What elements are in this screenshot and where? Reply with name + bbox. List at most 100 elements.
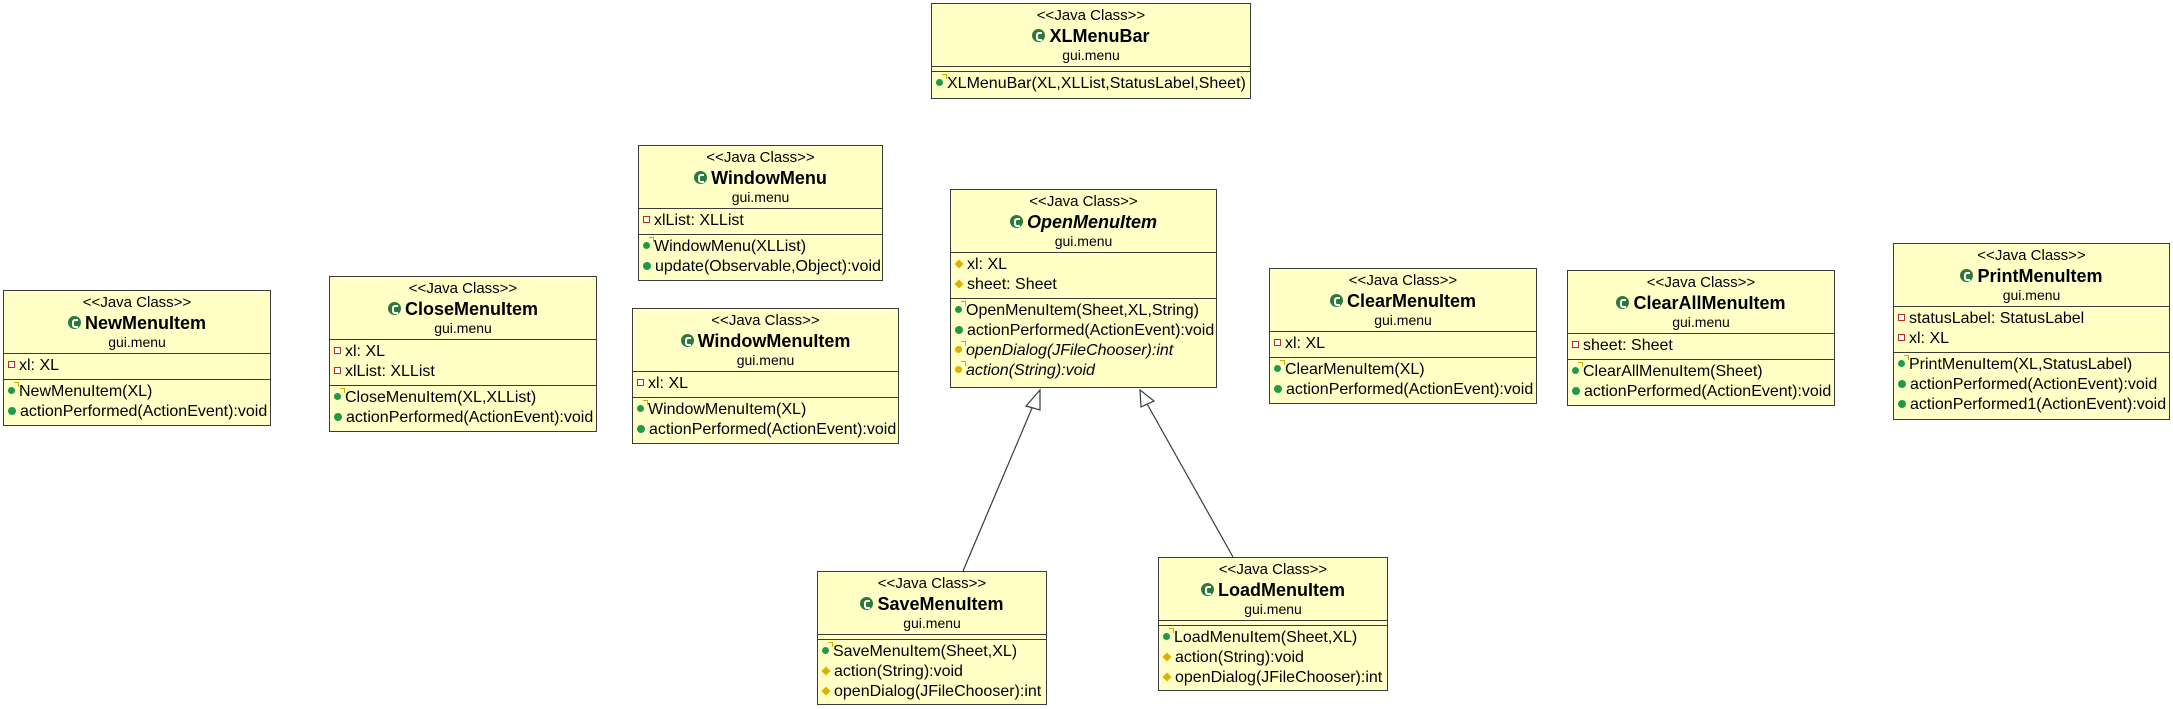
class-icon	[1200, 582, 1214, 596]
class-savemenuitem[interactable]: <<Java Class>> SaveMenuItem gui.menu Sav…	[817, 571, 1047, 705]
field-row: xl: XL	[1274, 334, 1536, 354]
abstract-method-row: action(String):void	[955, 361, 1216, 381]
class-windowmenu[interactable]: <<Java Class>> WindowMenu gui.menu xlLis…	[638, 145, 883, 281]
private-field-icon	[1898, 314, 1905, 322]
constructor-row: ClearAllMenuItem(Sheet)	[1572, 362, 1834, 382]
class-name: WindowMenuItem	[697, 331, 851, 351]
class-openmenuitem[interactable]: <<Java Class>> OpenMenuItem gui.menu xl:…	[950, 189, 1217, 388]
class-name: LoadMenuItem	[1217, 580, 1345, 600]
class-clearmenuitem[interactable]: <<Java Class>> ClearMenuItem gui.menu xl…	[1269, 268, 1537, 404]
package-name: gui.menu	[2002, 287, 2061, 303]
constructor-row: WindowMenu(XLList)	[643, 237, 882, 257]
edge-load-to-open	[1145, 401, 1234, 558]
package-name: gui.menu	[1054, 233, 1113, 249]
constructor-row: WindowMenuItem(XL)	[637, 400, 898, 420]
method-row: actionPerformed(ActionEvent):void	[637, 420, 898, 440]
field-row: sheet: Sheet	[954, 275, 1216, 295]
package-name: gui.menu	[108, 334, 166, 350]
constructor-icon	[1898, 355, 1909, 368]
public-method-icon	[334, 412, 342, 421]
class-name: ClearAllMenuItem	[1633, 293, 1786, 313]
stereotype-label: <<Java Class>>	[1348, 272, 1458, 289]
abstract-method-row: openDialog(JFileChooser):int	[955, 341, 1216, 361]
class-icon	[860, 596, 874, 610]
constructor-icon	[1274, 360, 1285, 373]
package-name: gui.menu	[731, 189, 790, 205]
class-icon	[387, 301, 401, 315]
private-field-icon	[643, 216, 650, 224]
private-field-icon	[1898, 334, 1905, 342]
constructor-row: OpenMenuItem(Sheet,XL,String)	[955, 301, 1216, 321]
constructor-icon	[822, 642, 833, 655]
method-row: actionPerformed(ActionEvent):void	[8, 402, 270, 422]
constructor-row: LoadMenuItem(Sheet,XL)	[1163, 628, 1387, 648]
private-field-icon	[1572, 341, 1579, 349]
class-icon	[1009, 214, 1023, 228]
class-loadmenuitem[interactable]: <<Java Class>> LoadMenuItem gui.menu Loa…	[1158, 557, 1388, 691]
constructor-icon	[1572, 362, 1583, 375]
class-icon	[680, 333, 694, 347]
protected-icon	[1162, 652, 1172, 662]
method-row: actionPerformed1(ActionEvent):void	[1898, 395, 2169, 415]
class-name: ClearMenuItem	[1346, 291, 1477, 311]
protected-icon	[954, 279, 964, 289]
class-icon	[67, 315, 81, 329]
class-clearallmenuitem[interactable]: <<Java Class>> ClearAllMenuItem gui.menu…	[1567, 270, 1835, 406]
class-name: PrintMenuItem	[1977, 266, 2103, 286]
class-name: CloseMenuItem	[404, 299, 539, 319]
public-method-icon	[8, 406, 16, 415]
class-newmenuitem[interactable]: <<Java Class>> NewMenuItem gui.menu xl: …	[3, 290, 271, 426]
protected-icon	[1162, 672, 1172, 682]
stereotype-label: <<Java Class>>	[1218, 561, 1328, 578]
stereotype-label: <<Java Class>>	[877, 575, 987, 592]
constructor-icon	[936, 74, 947, 87]
class-name: NewMenuItem	[84, 313, 207, 333]
public-method-icon	[637, 424, 645, 433]
class-name: SaveMenuItem	[877, 594, 1004, 614]
class-xlmenubar[interactable]: <<Java Class>> XLMenuBar gui.menu XLMenu…	[931, 3, 1251, 99]
class-printmenuitem[interactable]: <<Java Class>> PrintMenuItem gui.menu st…	[1893, 243, 2170, 420]
abstract-method-icon	[955, 361, 966, 374]
abstract-method-icon	[955, 341, 966, 354]
class-name: XLMenuBar	[1049, 26, 1150, 46]
stereotype-label: <<Java Class>>	[408, 280, 518, 297]
package-name: gui.menu	[1062, 47, 1120, 63]
constructor-icon	[643, 237, 654, 250]
protected-icon	[954, 259, 964, 269]
constructor-row: XLMenuBar(XL,XLList,StatusLabel,Sheet)	[936, 74, 1250, 94]
field-row: statusLabel: StatusLabel	[1898, 309, 2169, 329]
class-icon	[1616, 295, 1630, 309]
stereotype-label: <<Java Class>>	[1029, 193, 1138, 210]
constructor-row: CloseMenuItem(XL,XLList)	[334, 388, 596, 408]
public-method-icon	[1898, 379, 1906, 388]
method-row: actionPerformed(ActionEvent):void	[955, 321, 1216, 341]
package-name: gui.menu	[736, 352, 795, 368]
package-name: gui.menu	[1374, 312, 1432, 328]
stereotype-label: <<Java Class>>	[82, 294, 192, 311]
method-row: actionPerformed(ActionEvent):void	[1274, 380, 1536, 400]
public-method-icon	[1572, 386, 1580, 395]
stereotype-label: <<Java Class>>	[1977, 247, 2086, 264]
class-closemenuitem[interactable]: <<Java Class>> CloseMenuItem gui.menu xl…	[329, 276, 597, 432]
protected-icon	[821, 686, 831, 696]
constructor-icon	[637, 400, 648, 413]
package-name: gui.menu	[1244, 601, 1302, 617]
method-row: openDialog(JFileChooser):int	[1162, 668, 1387, 688]
constructor-icon	[1163, 628, 1174, 641]
field-row: xlList: XLList	[643, 211, 882, 231]
private-field-icon	[8, 361, 15, 369]
field-row: xl: XL	[8, 356, 270, 376]
class-windowmenuitem[interactable]: <<Java Class>> WindowMenuItem gui.menu x…	[632, 308, 899, 444]
protected-icon	[821, 666, 831, 676]
inheritance-arrowhead-save	[1024, 388, 1041, 411]
constructor-icon	[8, 382, 19, 395]
public-method-icon	[955, 325, 963, 334]
field-row: sheet: Sheet	[1572, 336, 1834, 356]
field-row: xl: XL	[1898, 329, 2169, 349]
constructor-row: PrintMenuItem(XL,StatusLabel)	[1898, 355, 2169, 375]
stereotype-label: <<Java Class>>	[1646, 274, 1756, 291]
public-method-icon	[1274, 384, 1282, 393]
class-icon	[694, 170, 708, 184]
constructor-row: NewMenuItem(XL)	[8, 382, 270, 402]
